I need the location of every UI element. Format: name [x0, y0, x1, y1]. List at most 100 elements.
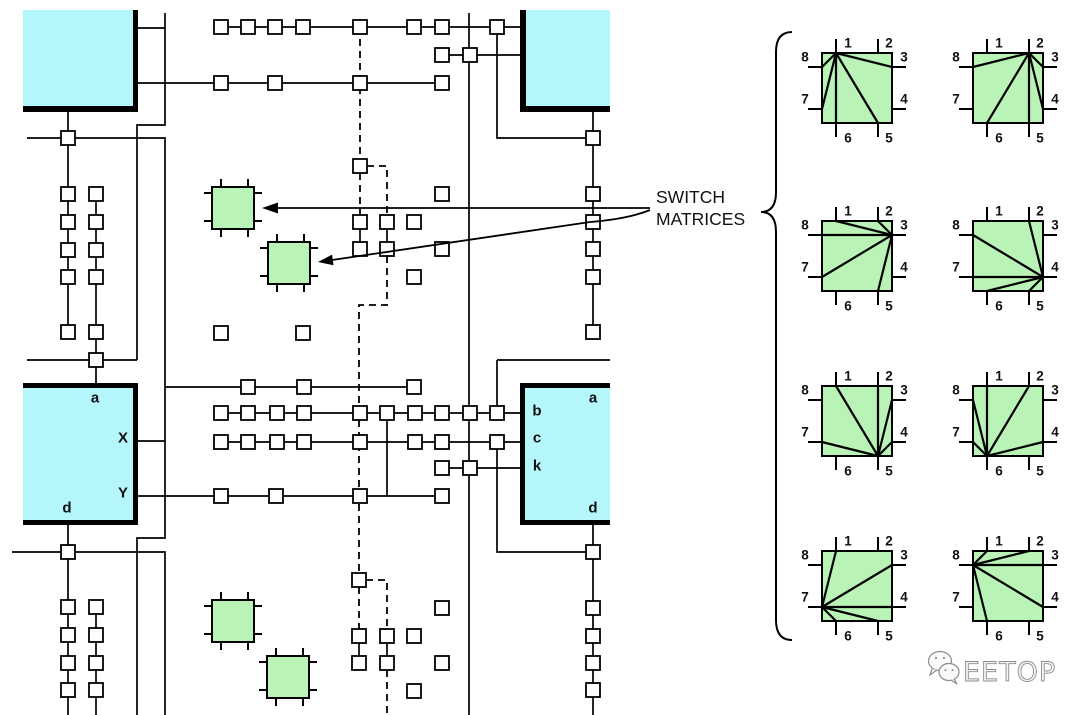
pin-number-label: 3	[900, 50, 908, 65]
pin-number-label: 6	[995, 464, 1003, 479]
wire-segment	[496, 27, 593, 139]
interconnect-point	[434, 434, 450, 450]
pin-number-label: 8	[952, 50, 960, 65]
interconnect-point	[434, 488, 450, 504]
switch-matrix	[204, 592, 262, 650]
interconnect-point	[60, 130, 76, 146]
pin-number-label: 2	[1036, 534, 1044, 549]
interconnect-point	[585, 324, 601, 340]
switch-connection	[971, 549, 1031, 567]
pin-number-label: 3	[900, 218, 908, 233]
switch-connection	[876, 398, 894, 458]
arrowhead-icon	[318, 254, 334, 266]
interconnect-point	[351, 655, 367, 671]
interconnect-point	[352, 405, 368, 421]
pin-label-k: k	[533, 458, 542, 475]
pin-number-label: 7	[801, 590, 809, 605]
switch-connection	[876, 233, 894, 293]
interconnect-point	[296, 379, 312, 395]
pin-number-label: 5	[885, 464, 893, 479]
interconnect-point	[352, 488, 368, 504]
interconnect-point	[268, 488, 284, 504]
interconnect-point	[585, 269, 601, 285]
interconnect-point	[406, 379, 422, 395]
pin-number-label: 2	[1036, 204, 1044, 219]
pin-number-label: 7	[801, 92, 809, 107]
pin-number-label: 1	[995, 204, 1003, 219]
watermark-text: EETOP	[963, 657, 1056, 688]
pin-number-label: 6	[844, 464, 852, 479]
interconnect-point	[88, 655, 104, 671]
interconnect-point	[296, 405, 312, 421]
interconnect-point	[406, 683, 422, 699]
interconnect-point	[60, 186, 76, 202]
switch-connection	[1027, 219, 1045, 279]
watermark: EETOP	[927, 650, 1056, 688]
switch-matrix-body	[267, 241, 311, 285]
logic-block-top-left	[23, 10, 138, 112]
pin-number-label: 7	[952, 260, 960, 275]
interconnect-point	[269, 405, 285, 421]
pin-number-label: 1	[995, 369, 1003, 384]
pin-number-label: 4	[900, 92, 908, 107]
pin-number-label: 2	[1036, 369, 1044, 384]
interconnect-point	[213, 434, 229, 450]
pin-number-label: 3	[1051, 50, 1059, 65]
pin-number-label: 3	[900, 383, 908, 398]
interconnect-point	[379, 241, 395, 257]
switch-matrix-body	[211, 186, 255, 230]
interconnect-point	[88, 242, 104, 258]
interconnect-point	[240, 379, 256, 395]
interconnect-point	[352, 19, 368, 35]
pin-number-label: 5	[885, 629, 893, 644]
pin-number-label: 8	[801, 383, 809, 398]
switch-connection	[820, 549, 838, 609]
logic-block-right	[520, 383, 610, 525]
logic-block-right-labels: a b c k d	[532, 390, 597, 517]
interconnect-point	[434, 19, 450, 35]
interconnect-point	[379, 405, 395, 421]
pin-number-label: 3	[1051, 383, 1059, 398]
switch-connection	[834, 51, 880, 125]
interconnect-point	[352, 241, 368, 257]
interconnect-point	[434, 186, 450, 202]
switch-connection	[876, 440, 894, 458]
dashed-long-line	[366, 579, 388, 629]
switch-connection	[820, 233, 894, 279]
pin-number-label: 8	[801, 218, 809, 233]
dashed-long-line	[367, 165, 388, 215]
pin-label-d: d	[62, 500, 71, 517]
pin-number-label: 8	[952, 548, 960, 563]
pin-number-label: 2	[885, 36, 893, 51]
interconnect-point	[88, 324, 104, 340]
logic-block-left	[23, 383, 138, 525]
interconnect-point	[88, 352, 104, 368]
switch-matrix	[204, 179, 262, 237]
interconnect-point	[585, 655, 601, 671]
interconnect-point	[585, 241, 601, 257]
switch-connection	[971, 563, 1045, 609]
wire-segment	[136, 13, 166, 360]
switch-connection	[820, 563, 894, 609]
curly-brace	[760, 31, 793, 641]
pin-number-label: 4	[900, 590, 908, 605]
interconnect-point	[60, 544, 76, 560]
switch-connection	[985, 275, 1045, 293]
pin-number-label: 6	[844, 299, 852, 314]
pin-number-label: 5	[1036, 464, 1044, 479]
logic-block-body	[23, 386, 135, 522]
switch-matrix-body	[211, 599, 255, 643]
interconnect-point	[462, 405, 478, 421]
pin-number-label: 4	[1051, 425, 1059, 440]
logic-block-body	[23, 10, 135, 107]
wire-segment	[27, 137, 166, 715]
interconnect-point	[434, 405, 450, 421]
switch-connection	[971, 549, 989, 567]
interconnect-point	[434, 460, 450, 476]
interconnect-point	[379, 628, 395, 644]
interconnect-point	[60, 627, 76, 643]
